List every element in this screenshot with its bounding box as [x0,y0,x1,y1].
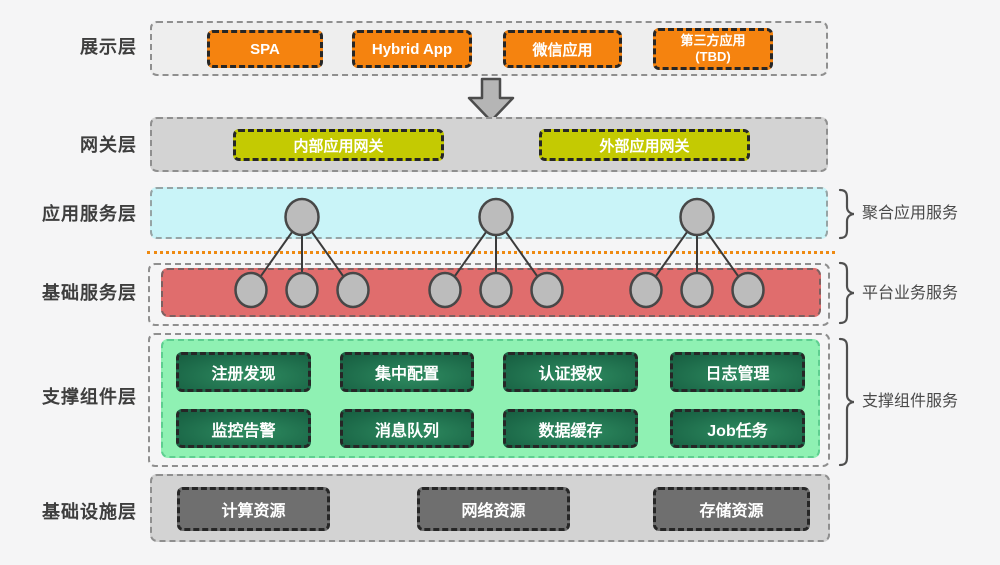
node-message-queue: 消息队列 [340,409,474,448]
node-hybrid-app: Hybrid App [352,30,472,68]
label-base-service-layer: 基础服务层 [42,283,137,303]
node-central-config: 集中配置 [340,352,474,392]
node-third-party-app: 第三方应用 (TBD) [653,28,773,70]
node-wechat-app: 微信应用 [503,30,622,68]
node-registry-discovery: 注册发现 [176,352,311,392]
node-storage-resource: 存储资源 [653,487,810,531]
node-network-resource: 网络资源 [417,487,570,531]
base-service-red-box [161,268,821,317]
label-infrastructure-layer: 基础设施层 [42,502,137,522]
node-data-cache: 数据缓存 [503,409,638,448]
annotation-platform-services: 平台业务服务 [862,285,959,302]
label-app-service-layer: 应用服务层 [42,204,137,224]
service-divider-dotted-line [147,251,835,254]
node-compute-resource: 计算资源 [177,487,330,531]
node-spa: SPA [207,30,323,68]
app-service-layer-container [150,187,828,239]
node-auth: 认证授权 [503,352,638,392]
brace-aggregate-services [838,188,855,240]
label-presentation-layer: 展示层 [80,37,137,57]
node-log-management: 日志管理 [670,352,805,392]
node-internal-gateway: 内部应用网关 [233,129,444,161]
node-job-task: Job任务 [670,409,805,448]
brace-support-services [838,337,855,467]
annotation-aggregate-services: 聚合应用服务 [862,205,959,222]
node-external-gateway: 外部应用网关 [539,129,750,161]
label-gateway-layer: 网关层 [80,135,137,155]
annotation-support-services: 支撑组件服务 [862,393,959,410]
label-support-layer: 支撑组件层 [42,387,137,407]
brace-platform-services [838,261,855,325]
node-monitoring-alert: 监控告警 [176,409,311,448]
support-layer-container [148,333,830,467]
